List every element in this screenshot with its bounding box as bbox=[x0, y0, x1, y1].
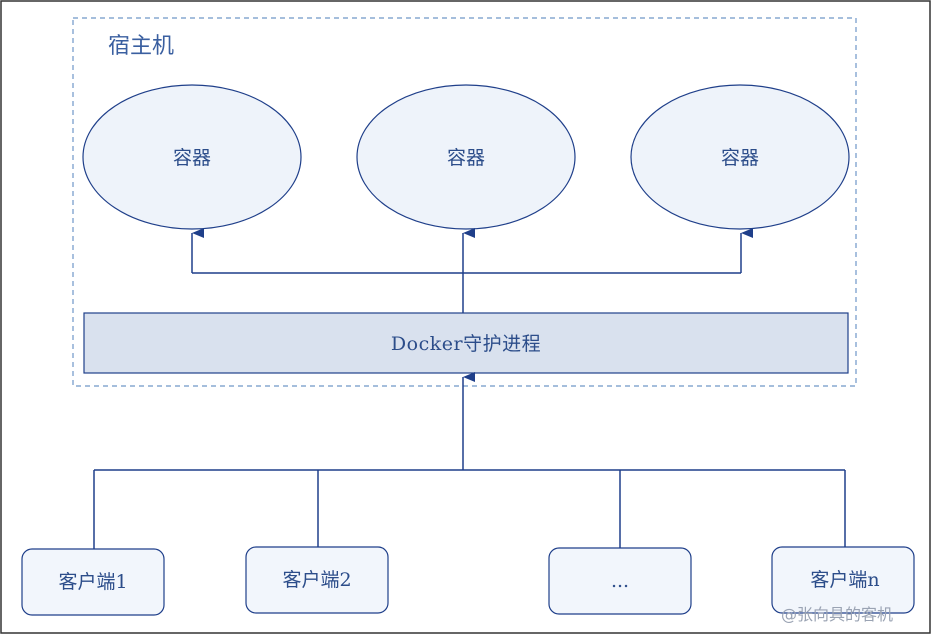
client-node-2: 客户端2 bbox=[245, 546, 389, 614]
client-node-n: 客户端n bbox=[771, 546, 915, 614]
container-node-3: 容器 bbox=[630, 84, 850, 230]
watermark-text: @张向具的客机 bbox=[781, 605, 893, 624]
clients-to-daemon-connector bbox=[93, 372, 846, 549]
client-box bbox=[245, 546, 389, 614]
container-label: 容器 bbox=[447, 147, 485, 169]
client-node-3: ... bbox=[548, 547, 692, 615]
container-ellipse bbox=[630, 84, 850, 230]
container-node-2: 容器 bbox=[356, 84, 576, 230]
client-box bbox=[771, 546, 915, 614]
docker-daemon-node: Docker守护进程 bbox=[83, 312, 849, 374]
client-label: 客户端2 bbox=[282, 569, 351, 591]
container-label: 容器 bbox=[173, 147, 211, 169]
client-label: ... bbox=[611, 570, 629, 592]
client-label: 客户端1 bbox=[58, 571, 127, 593]
client-label: 客户端n bbox=[810, 569, 879, 591]
host-boundary bbox=[72, 17, 857, 387]
daemon-box bbox=[83, 312, 849, 374]
container-label: 容器 bbox=[721, 147, 759, 169]
container-node-1: 容器 bbox=[82, 84, 302, 230]
client-box bbox=[548, 547, 692, 615]
daemon-label: Docker守护进程 bbox=[391, 333, 541, 355]
daemon-to-containers-connector bbox=[191, 228, 753, 313]
client-node-1: 客户端1 bbox=[21, 548, 165, 616]
host-title: 宿主机 bbox=[108, 34, 174, 59]
client-box bbox=[21, 548, 165, 616]
